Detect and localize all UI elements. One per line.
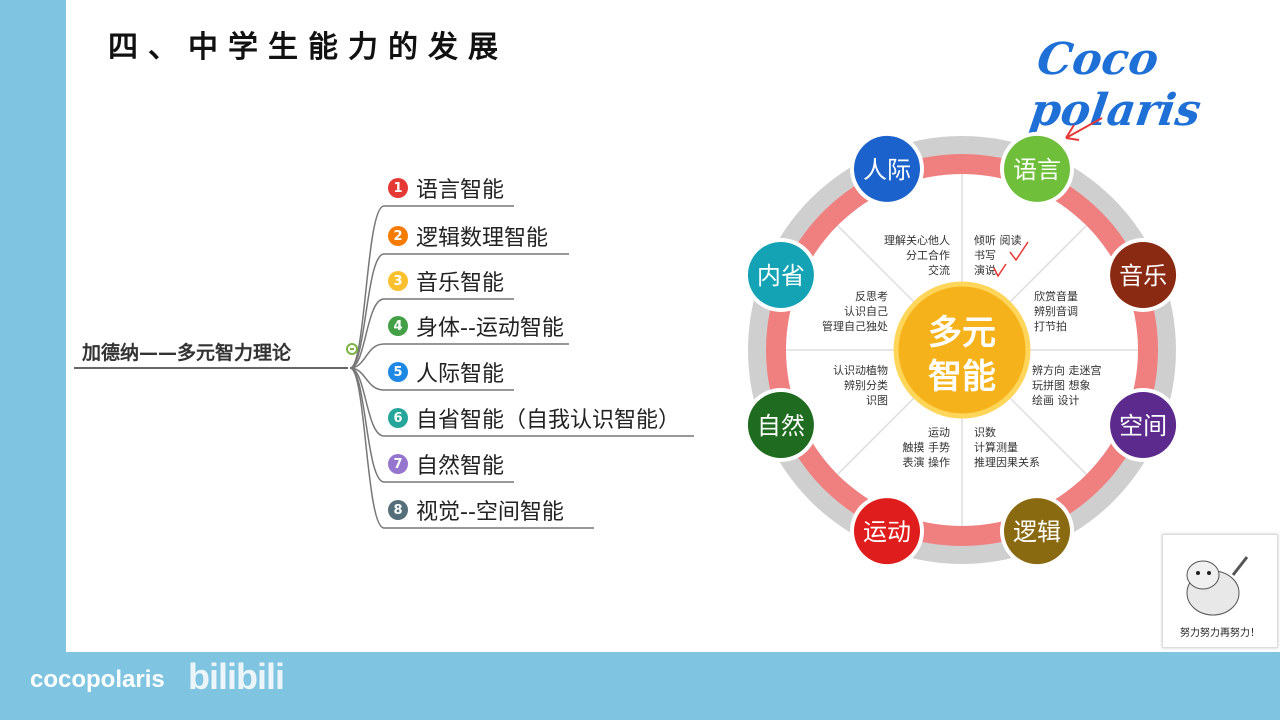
- intelligence-node-label: 人际: [863, 156, 911, 184]
- mindmap-branch[interactable]: 8 视觉--空间智能: [388, 495, 564, 525]
- branch-connector: [349, 367, 694, 437]
- intelligence-node-label: 自然: [757, 412, 805, 440]
- sector-description: 辨别音调: [1034, 304, 1078, 318]
- intelligence-node: [1004, 135, 1071, 202]
- intelligence-node: [747, 392, 814, 459]
- sector-description: 识图: [866, 394, 888, 407]
- sector-description: 推理因果关系: [974, 455, 1040, 469]
- branch-label: 人际智能: [416, 362, 505, 387]
- intelligence-node: [1004, 498, 1071, 565]
- sector-description: 绘画 设计: [1032, 393, 1080, 407]
- sector-description: 表演 操作: [903, 455, 951, 469]
- sector-description: 欣赏音量: [1034, 289, 1078, 303]
- sector-description: 倾听 阅读: [974, 233, 1022, 247]
- branch-connector: [349, 298, 514, 369]
- bottom-bar: [0, 652, 1280, 720]
- intelligence-node: [1110, 392, 1177, 459]
- intelligence-node: [1110, 241, 1177, 308]
- mindmap-branch[interactable]: 5 人际智能: [388, 357, 504, 387]
- intelligence-node: [747, 241, 814, 308]
- mindmap-branch[interactable]: 7 自然智能: [388, 449, 504, 479]
- branch-connector: [349, 205, 514, 369]
- branch-number-badge: 5: [388, 362, 408, 382]
- sector-description: 交流: [928, 263, 950, 277]
- center-text-line1: 多元: [928, 313, 996, 353]
- center-text-line2: 智能: [928, 357, 996, 397]
- branch-number-badge: 1: [388, 178, 408, 198]
- mindmap-branch[interactable]: 2 逻辑数理智能: [388, 221, 548, 251]
- sector-description: 分工合作: [906, 248, 950, 262]
- sector-description: 演说: [974, 263, 996, 277]
- watermark-text: cocopolaris: [30, 666, 165, 693]
- mindmap-branch[interactable]: 4 身体--运动智能: [388, 311, 564, 341]
- intelligence-node-label: 逻辑: [1013, 518, 1061, 546]
- sector-description: 玩拼图 想象: [1032, 378, 1091, 392]
- branch-number-badge: 3: [388, 271, 408, 291]
- sector-description: 书写: [974, 249, 996, 262]
- intelligence-node: [853, 135, 920, 202]
- mindmap-branch[interactable]: 1 语言智能: [388, 173, 504, 203]
- hamster-sticker: 努力努力再努力！: [1162, 534, 1278, 648]
- sector-description: 辨方向 走迷宫: [1032, 363, 1102, 377]
- sector-description: 管理自己独处: [822, 319, 888, 333]
- sector-description: 辨别分类: [844, 378, 888, 392]
- branch-number-badge: 8: [388, 500, 408, 520]
- sector-description: 打节拍: [1034, 319, 1067, 333]
- branch-number-badge: 7: [388, 454, 408, 474]
- branch-connector: [349, 253, 569, 369]
- intelligence-node-label: 音乐: [1119, 262, 1167, 290]
- intelligence-node: [853, 498, 920, 565]
- branch-label: 逻辑数理智能: [416, 226, 549, 251]
- mindmap-root: 加德纳——多元智力理论: [82, 342, 292, 364]
- branch-label: 自省智能（自我认识智能）: [416, 408, 681, 433]
- sector-description: 触摸 手势: [903, 440, 951, 454]
- branch-number-badge: 4: [388, 316, 408, 336]
- sector-description: 认识自己: [844, 305, 888, 318]
- sticker-caption: 努力努力再努力！: [1180, 628, 1260, 639]
- branch-connector: [349, 343, 569, 369]
- branch-connector: [349, 367, 594, 529]
- branch-label: 视觉--空间智能: [416, 500, 564, 525]
- sector-description: 理解关心他人: [884, 233, 950, 247]
- branch-number-badge: 6: [388, 408, 408, 428]
- sector-description: 反思考: [855, 290, 888, 303]
- center-circle: [893, 281, 1031, 419]
- branch-label: 身体--运动智能: [416, 316, 564, 341]
- intelligence-node-label: 内省: [757, 262, 805, 290]
- sector-description: 运动: [928, 426, 950, 439]
- hamster-icon: [1186, 556, 1249, 616]
- sector-description: 认识动植物: [833, 363, 888, 377]
- mindmap-branch[interactable]: 6 自省智能（自我认识智能）: [388, 403, 680, 433]
- branch-number-badge: 2: [388, 226, 408, 246]
- bilibili-logo: bilibili: [188, 656, 285, 697]
- sector-description: 识数: [974, 426, 996, 439]
- mindmap-branch[interactable]: 3 音乐智能: [388, 266, 504, 296]
- intelligence-node-label: 运动: [863, 518, 911, 546]
- branch-label: 音乐智能: [416, 271, 505, 296]
- branch-label: 自然智能: [416, 454, 505, 479]
- sector-description: 计算测量: [974, 440, 1018, 454]
- slide-title: 四、中学生能力的发展: [108, 30, 508, 65]
- collapse-toggle-icon[interactable]: [346, 343, 358, 355]
- intelligence-node-label: 语言: [1013, 156, 1061, 184]
- intelligence-node-label: 空间: [1119, 412, 1167, 440]
- branch-connector: [349, 367, 514, 391]
- mindmap-connectors: [74, 205, 694, 529]
- branch-label: 语言智能: [416, 178, 505, 203]
